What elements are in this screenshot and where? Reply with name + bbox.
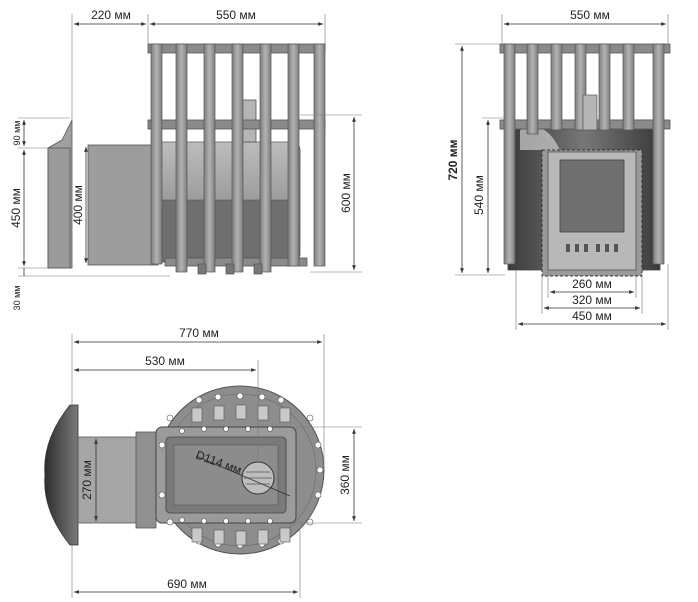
side-dim-tunnel-height-inner: 400 мм: [71, 185, 85, 225]
front-cage-bars: [503, 43, 665, 265]
side-dim-width-tunnel: 220 мм: [91, 8, 131, 22]
top-dim-firebox-width: 360 мм: [338, 455, 352, 495]
front-door-vents: [566, 244, 618, 252]
front-door-glass: [559, 159, 625, 233]
front-dim-door-outer: 450 мм: [572, 309, 612, 323]
top-tunnel-neck: [135, 431, 157, 529]
top-view: 770 мм 530 мм 270 мм 360 мм D114 мм 690 …: [44, 326, 362, 598]
top-dim-lines: [71, 334, 362, 598]
side-dim-tunnel-height-outer: 450 мм: [9, 188, 23, 228]
side-view: 220 мм 550 мм 90 мм 450 мм 400 мм 30 мм …: [9, 8, 362, 310]
top-cage-slots: [191, 404, 291, 546]
top-dim-length-to-chimney: 530 мм: [145, 354, 185, 368]
front-dim-total-height: 720 мм: [446, 139, 460, 180]
side-dim-lines: [18, 14, 362, 277]
side-cage-bars: [150, 43, 326, 273]
side-tunnel: [87, 144, 159, 266]
side-dim-body-height: 600 мм: [339, 173, 353, 213]
top-dim-base-length: 690 мм: [167, 577, 207, 591]
front-dim-door-height: 540 мм: [472, 175, 486, 215]
side-dim-top-offset: 90 мм: [12, 121, 22, 146]
front-dim-door-inner: 260 мм: [572, 277, 612, 291]
top-dim-total-length: 770 мм: [179, 326, 219, 340]
side-dim-bottom-offset: 30 мм: [12, 286, 22, 311]
top-tunnel: [77, 436, 139, 524]
top-dim-tunnel-width: 270 мм: [80, 460, 94, 500]
front-dim-width-top: 550 мм: [570, 8, 610, 22]
top-diameter-leader: [195, 455, 291, 497]
front-view: 550 мм 720 мм 540 мм 260 мм 320 мм 450 м…: [446, 8, 671, 330]
front-dim-lines: [455, 14, 669, 330]
side-legs: [197, 263, 263, 275]
side-dim-width-body: 550 мм: [216, 8, 256, 22]
top-front-shield: [44, 404, 79, 546]
side-tunnel-flange: [47, 147, 71, 269]
front-dim-door-middle: 320 мм: [572, 293, 612, 307]
front-chimney-stub: [582, 94, 598, 131]
